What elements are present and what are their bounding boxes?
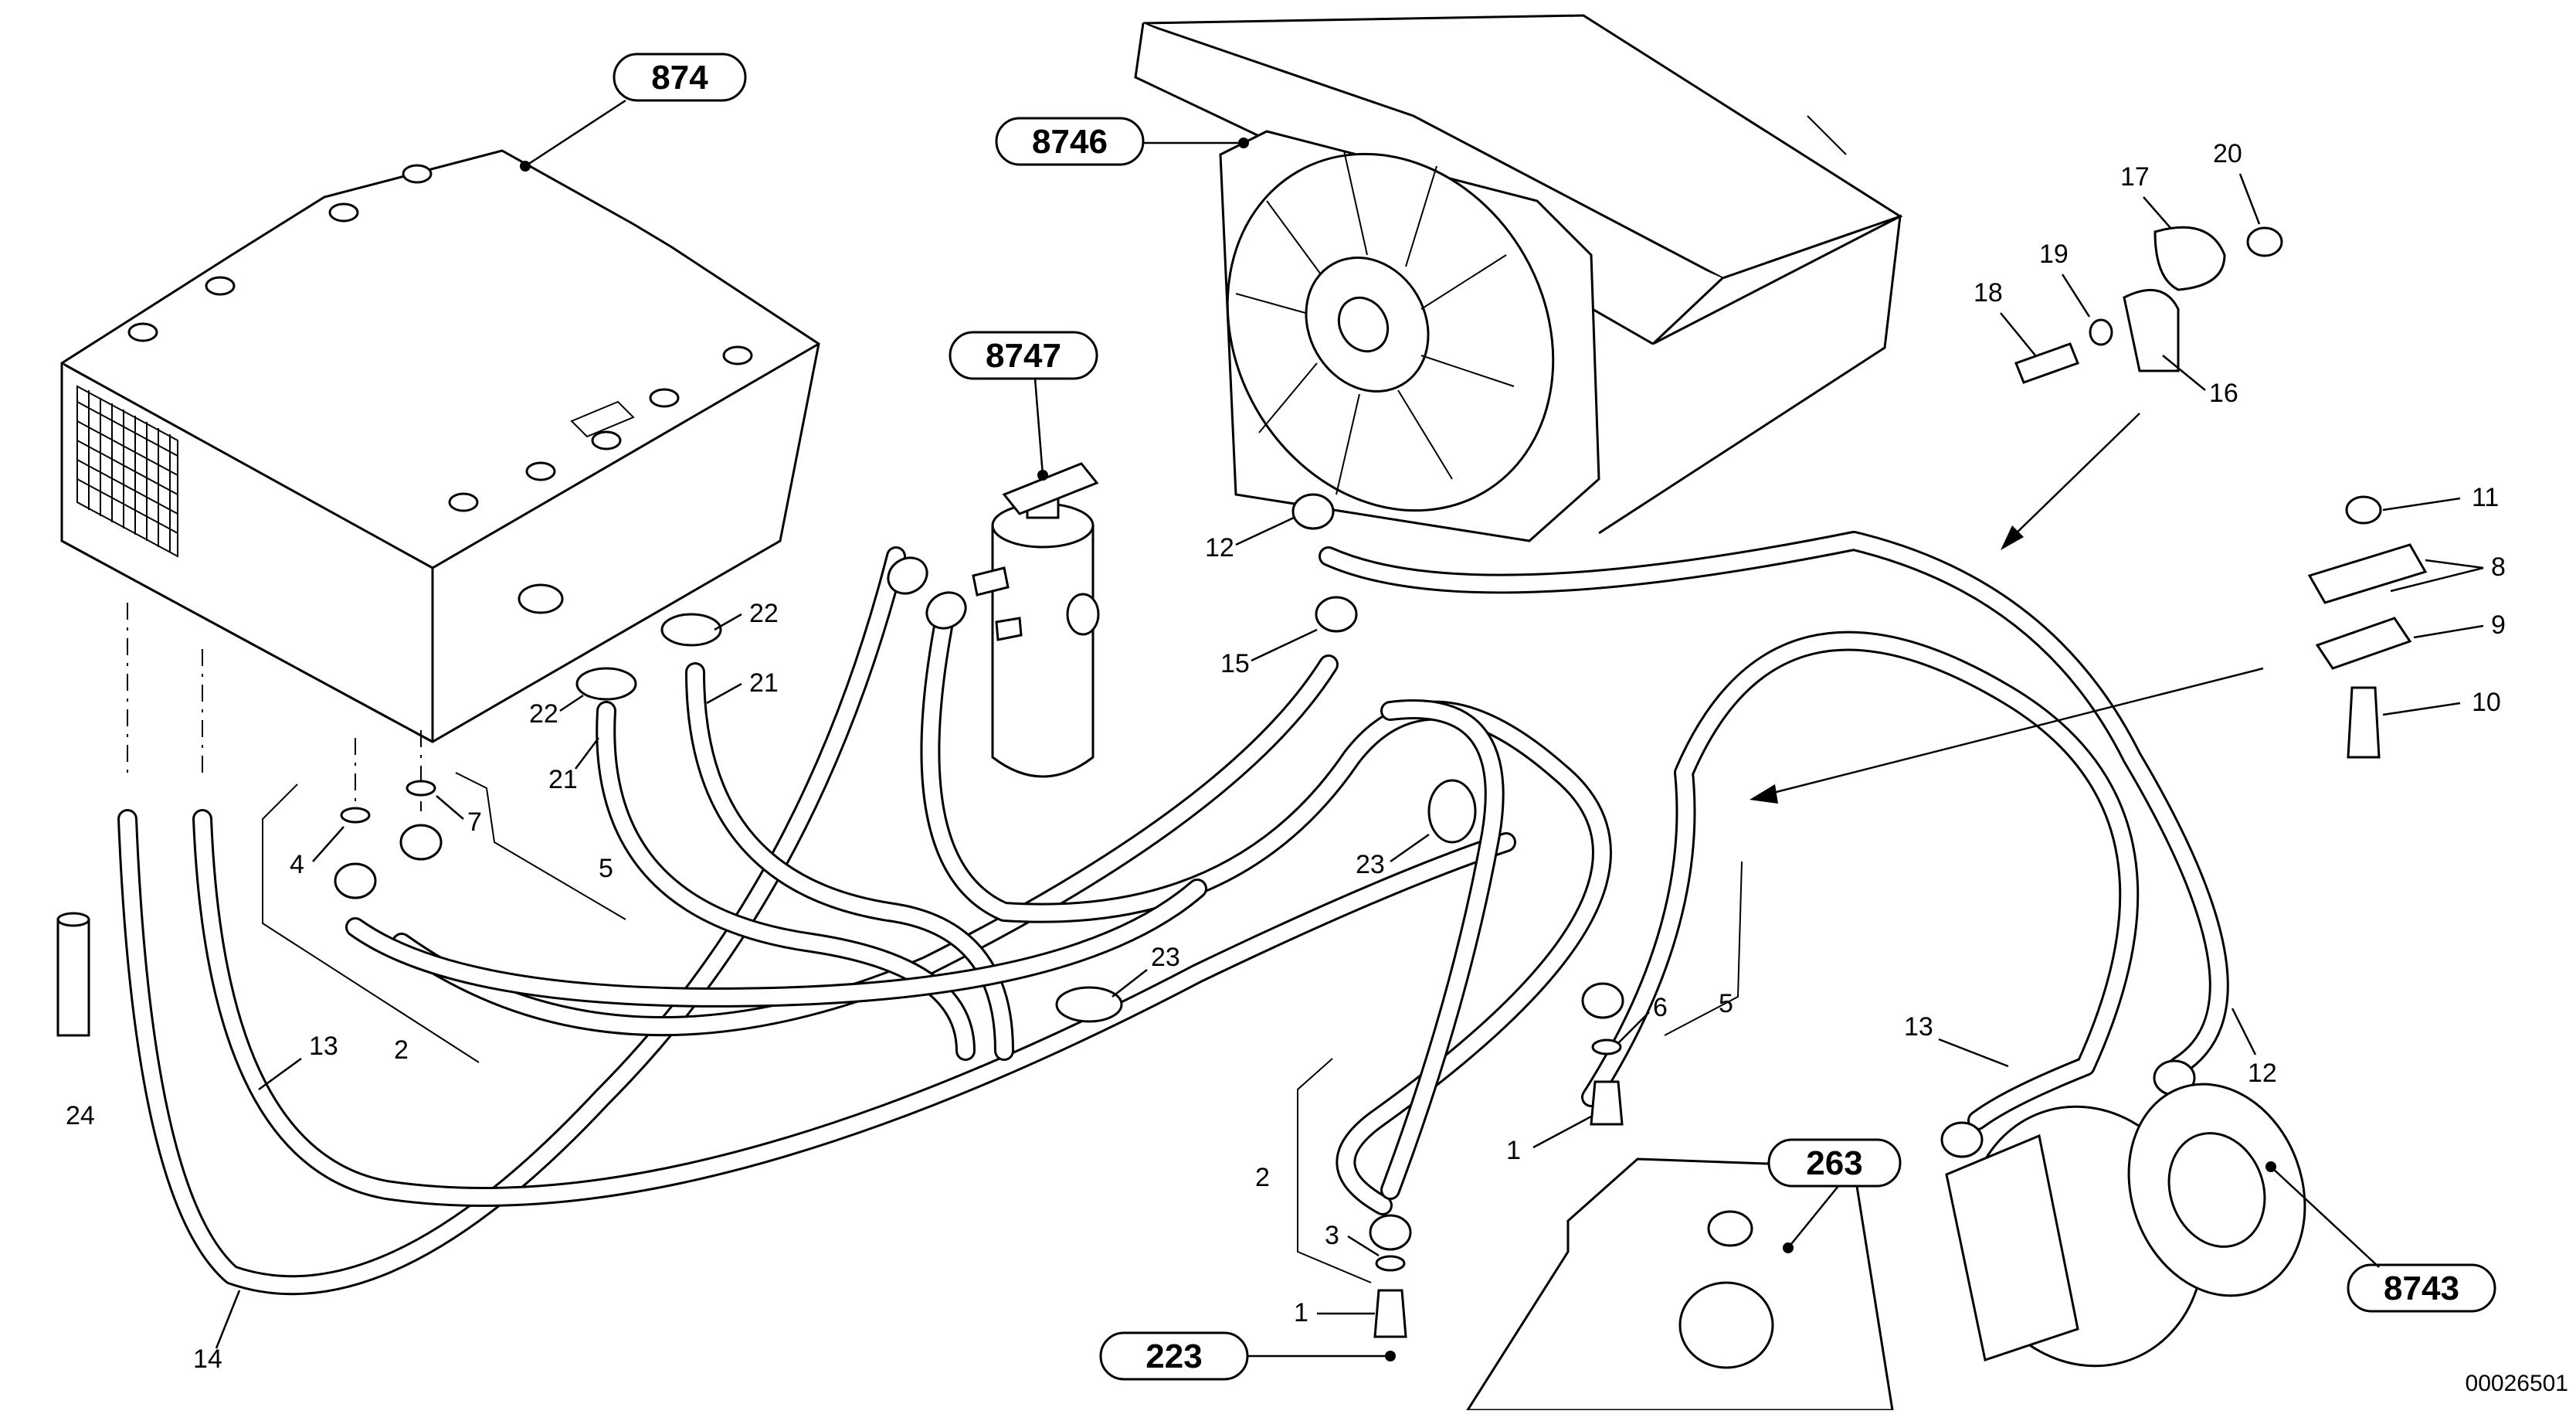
svg-text:8746: 8746: [1032, 123, 1108, 161]
receiver-drier: [972, 462, 1100, 778]
item-label-10: 10: [2472, 688, 2501, 717]
item-label-16: 16: [2209, 379, 2238, 408]
svg-text:263: 263: [1806, 1144, 1862, 1182]
item-label-21: 21: [749, 668, 779, 698]
svg-text:8747: 8747: [986, 337, 1061, 375]
svg-text:874: 874: [651, 59, 708, 97]
callout-8743[interactable]: 8743: [2265, 1161, 2496, 1313]
item-label-19: 19: [2039, 240, 2069, 269]
item-label-4: 4: [290, 850, 304, 879]
document-id: 00026501: [2466, 1371, 2568, 1396]
hoses: [117, 531, 2229, 1296]
callout-874[interactable]: 874: [520, 53, 747, 172]
svg-text:223: 223: [1145, 1338, 1202, 1375]
item-label-18: 18: [1974, 278, 2003, 308]
item-label-12: 12: [2248, 1059, 2277, 1088]
item-label-5: 5: [599, 854, 613, 883]
item-label-13: 13: [309, 1032, 338, 1061]
item-label-21: 21: [548, 765, 578, 794]
svg-text:8743: 8743: [2384, 1270, 2459, 1307]
item-label-5: 5: [1719, 989, 1733, 1018]
condenser-fan: [1134, 14, 1903, 542]
item-label-1: 1: [1506, 1136, 1521, 1165]
item-label-20: 20: [2213, 139, 2242, 168]
evaporator-unit: [60, 149, 820, 811]
item-label-2: 2: [1255, 1163, 1270, 1192]
item-label-17: 17: [2120, 162, 2150, 192]
item-label-13: 13: [1904, 1012, 1933, 1042]
item-label-22: 22: [529, 699, 558, 729]
item-label-8: 8: [2491, 552, 2506, 582]
callout-263[interactable]: 263: [1767, 1138, 1902, 1253]
item-label-12: 12: [1205, 533, 1234, 563]
item-label-24: 24: [66, 1101, 95, 1130]
item-label-23: 23: [1151, 943, 1180, 972]
item-label-23: 23: [1356, 850, 1385, 879]
compressor: [1945, 1083, 2306, 1368]
callout-8747[interactable]: 8747: [949, 331, 1098, 481]
item-label-6: 6: [1653, 993, 1668, 1022]
direction-arrows: [1750, 413, 2264, 804]
item-label-14: 14: [193, 1344, 222, 1374]
item-label-22: 22: [749, 599, 779, 628]
item-label-2: 2: [394, 1035, 409, 1065]
item-label-15: 15: [1220, 649, 1250, 678]
group-brackets: [262, 772, 1743, 1283]
callout-8746[interactable]: 8746: [995, 117, 1249, 166]
callout-223[interactable]: 223: [1099, 1331, 1396, 1381]
item-label-11: 11: [2472, 483, 2499, 512]
item-labels: 1 1 2 2 3 4 5 5 6 7 8 9 10 11: [66, 139, 2506, 1374]
item-label-1: 1: [1294, 1298, 1308, 1327]
item-label-3: 3: [1325, 1221, 1339, 1250]
item-label-9: 9: [2491, 610, 2506, 640]
item-label-7: 7: [467, 807, 482, 837]
fittings: [56, 226, 2428, 1338]
